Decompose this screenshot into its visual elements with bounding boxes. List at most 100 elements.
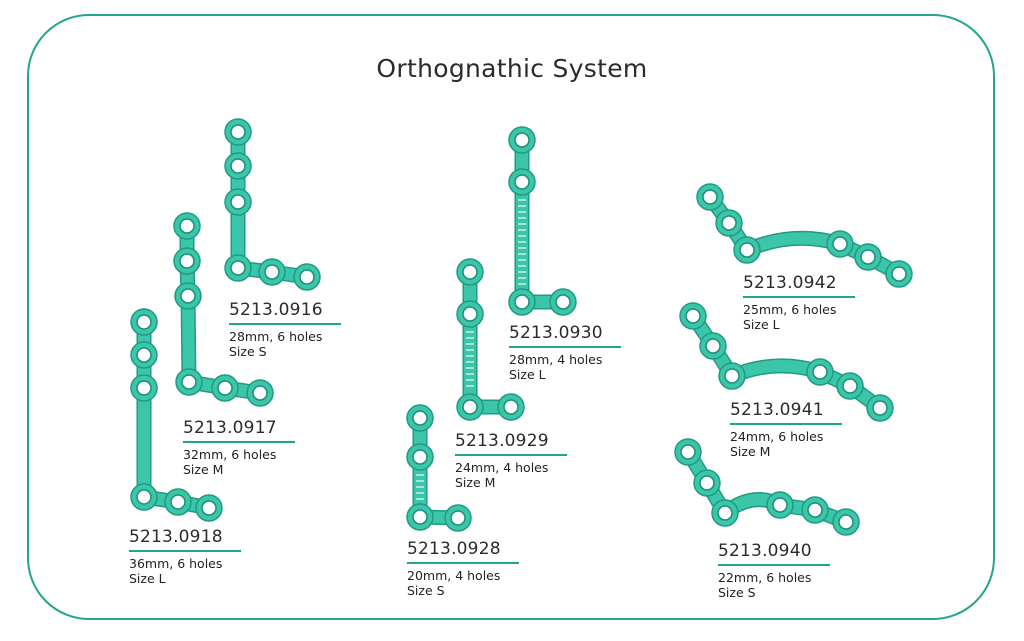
product-code: 5213.0941 [730,400,824,420]
screw-hole [136,347,152,363]
underline [509,346,621,348]
screw-hole [699,475,715,491]
screw-hole [721,215,737,231]
screw-hole [136,380,152,396]
product-size: Size L [743,317,780,332]
product-label-0918: 5213.0918 36mm, 6 holes Size L [129,527,241,586]
underline [718,564,830,566]
screw-hole [462,264,478,280]
underline [455,454,567,456]
product-code: 5213.0930 [509,323,603,343]
screw-hole [717,505,733,521]
bone-plate-0942 [696,183,913,288]
screw-hole [702,189,718,205]
screw-hole [201,500,217,516]
product-length: 32mm, 6 holes [183,447,277,462]
product-size: Size M [730,444,771,459]
screw-hole [812,364,828,380]
product-code: 5213.0918 [129,527,223,547]
screw-hole [299,269,315,285]
product-length: 24mm, 6 holes [730,429,824,444]
screw-hole [412,449,428,465]
plate-bar [182,290,195,388]
product-size: Size M [455,475,496,490]
bone-plate-0941 [679,302,894,422]
bone-plate-0916 [224,118,321,291]
screw-hole [872,400,888,416]
screw-hole [685,308,701,324]
screw-hole [807,502,823,518]
product-length: 28mm, 6 holes [229,329,323,344]
product-length: 22mm, 6 holes [718,570,812,585]
screw-hole [136,489,152,505]
screw-hole [230,158,246,174]
product-length: 36mm, 6 holes [129,556,223,571]
product-size: Size L [509,367,546,382]
screw-hole [412,410,428,426]
page-title: Orthognathic System [376,54,648,83]
bone-plate-0940 [674,438,860,536]
product-code: 5213.0916 [229,300,323,320]
screw-hole [739,242,755,258]
bone-plate-0930 [508,126,577,316]
product-size: Size S [718,585,756,600]
screw-hole [860,249,876,265]
screw-hole [514,132,530,148]
product-code: 5213.0917 [183,418,277,438]
screw-hole [462,399,478,415]
product-label-0917: 5213.0917 32mm, 6 holes Size M [183,418,295,477]
bone-plate-0929 [456,258,525,421]
screw-hole [705,338,721,354]
bone-plate-0918 [130,308,223,522]
screw-hole [503,399,519,415]
screw-hole [230,260,246,276]
screw-hole [838,514,854,530]
underline [743,296,855,298]
product-label-0928: 5213.0928 20mm, 4 holes Size S [407,539,519,598]
product-code: 5213.0929 [455,431,549,451]
screw-hole [462,306,478,322]
screw-hole [514,294,530,310]
screw-hole [179,218,195,234]
screw-hole [230,124,246,140]
screw-hole [179,253,195,269]
product-size: Size M [183,462,224,477]
bone-plate-0928 [406,404,472,532]
product-code: 5213.0942 [743,273,837,293]
underline [407,562,519,564]
product-size: Size L [129,571,166,586]
screw-hole [217,380,233,396]
plate-bar [741,232,846,256]
screw-hole [252,385,268,401]
screw-hole [842,378,858,394]
product-length: 20mm, 4 holes [407,568,501,583]
product-size: Size S [407,583,445,598]
product-code: 5213.0940 [718,541,812,561]
screw-hole [724,368,740,384]
product-label-0942: 5213.0942 25mm, 6 holes Size L [743,273,855,332]
screw-hole [181,374,197,390]
product-size: Size S [229,344,267,359]
product-length: 24mm, 4 holes [455,460,549,475]
product-label-0916: 5213.0916 28mm, 6 holes Size S [229,300,341,359]
screw-hole [136,314,152,330]
underline [129,550,241,552]
product-label-0940: 5213.0940 22mm, 6 holes Size S [718,541,830,600]
screw-hole [264,264,280,280]
screw-hole [891,266,907,282]
underline [183,441,295,443]
bone-plate-0917 [173,212,274,407]
screw-hole [514,174,530,190]
screw-hole [180,288,196,304]
product-label-0930: 5213.0930 28mm, 4 holes Size L [509,323,621,382]
product-length: 28mm, 4 holes [509,352,603,367]
product-label-0941: 5213.0941 24mm, 6 holes Size M [730,400,842,459]
rounded-border-frame [27,14,995,620]
underline [730,423,842,425]
product-label-0929: 5213.0929 24mm, 4 holes Size M [455,431,567,490]
product-code: 5213.0928 [407,539,501,559]
screw-hole [555,294,571,310]
screw-hole [230,194,246,210]
underline [229,323,341,325]
